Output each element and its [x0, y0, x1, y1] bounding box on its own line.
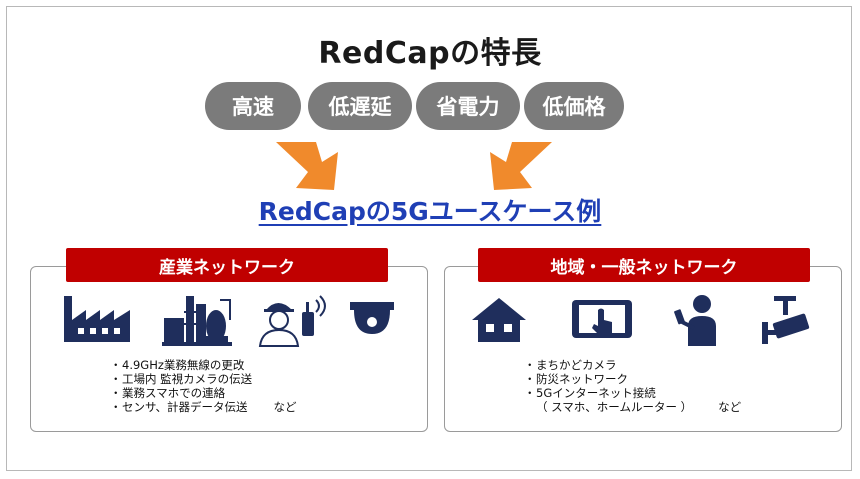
industrial-use-case-list: ・4.9GHz業務無線の更改 ・工場内 監視カメラの伝送 ・業務スマホでの連絡 … — [110, 358, 296, 414]
list-item: ・まちかどカメラ — [524, 358, 617, 372]
regional-network-header: 地域・一般ネットワーク — [478, 248, 810, 282]
use-case-subtitle: RedCapの5Gユースケース例 — [258, 197, 602, 226]
list-item: （ スマホ、ホームルーター ）など — [536, 400, 742, 414]
person-phone-icon — [674, 295, 716, 346]
feature-pill-high-speed: 高速 — [205, 82, 301, 130]
list-item: ・5Gインターネット接続 — [524, 386, 656, 400]
industrial-network-panel — [30, 266, 428, 432]
arrow-down-left-icon — [490, 142, 552, 190]
list-item: ・業務スマホでの連絡 — [110, 386, 226, 400]
dome-camera-icon — [350, 302, 394, 334]
house-icon — [472, 298, 526, 342]
list-item: ・センサ、計器データ伝送など — [110, 400, 297, 414]
arrow-down-right-icon — [276, 142, 338, 190]
regional-network-panel — [444, 266, 842, 432]
list-item: ・防災ネットワーク — [524, 372, 628, 386]
plant-icon — [162, 296, 232, 346]
feature-pill-low-price: 低価格 — [524, 82, 624, 130]
tablet-touch-icon — [572, 300, 632, 338]
list-item: ・4.9GHz業務無線の更改 — [110, 358, 245, 372]
street-camera-icon — [762, 296, 810, 344]
feature-pill-power-saving: 省電力 — [416, 82, 520, 130]
slide-title: RedCapの特長 — [318, 36, 542, 71]
factory-icon — [64, 296, 130, 342]
feature-pill-low-latency: 低遅延 — [308, 82, 412, 130]
industrial-network-header: 産業ネットワーク — [66, 248, 388, 282]
list-item: ・工場内 監視カメラの伝送 — [110, 372, 253, 386]
worker-radio-icon — [258, 295, 326, 347]
regional-use-case-list: ・まちかどカメラ ・防災ネットワーク ・5Gインターネット接続 （ スマホ、ホー… — [524, 358, 741, 414]
